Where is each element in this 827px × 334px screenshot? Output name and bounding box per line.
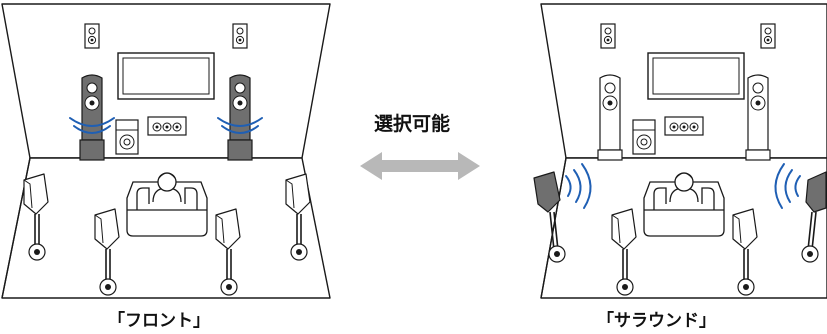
tv-icon-right bbox=[647, 52, 745, 100]
front-left-speaker-icon-right bbox=[597, 74, 623, 161]
front-height-left-speaker-icon-right bbox=[600, 23, 616, 49]
front-height-sound-waves-icon bbox=[69, 117, 263, 134]
front-right-speaker-icon-right bbox=[745, 74, 771, 161]
subwoofer-icon-right bbox=[632, 119, 656, 155]
surround-room-diagram bbox=[533, 3, 827, 299]
front-caption: 「フロント」 bbox=[108, 311, 210, 331]
selectable-label: 選択可能 bbox=[374, 113, 451, 135]
sofa-listener-icon bbox=[126, 172, 208, 237]
front-left-speaker-highlighted-icon bbox=[79, 74, 105, 161]
surround-right-speaker-highlighted-icon bbox=[801, 171, 827, 263]
front-room-diagram bbox=[1, 3, 331, 299]
front-height-left-speaker-icon bbox=[84, 23, 100, 49]
double-headed-arrow-icon bbox=[360, 152, 480, 180]
front-height-right-speaker-icon bbox=[232, 23, 248, 49]
surround-caption: 「サラウンド」 bbox=[597, 311, 716, 331]
center-speaker-icon bbox=[147, 116, 187, 136]
sofa-listener-icon-right bbox=[643, 172, 725, 237]
subwoofer-icon bbox=[115, 119, 139, 155]
front-right-speaker-highlighted-icon bbox=[227, 74, 253, 161]
tv-icon bbox=[117, 52, 215, 100]
surround-back-sound-waves-icon bbox=[565, 163, 801, 209]
front-height-right-speaker-icon-right bbox=[760, 23, 776, 49]
surround-left-speaker-highlighted-icon bbox=[533, 171, 566, 263]
center-speaker-icon-right bbox=[664, 116, 704, 136]
